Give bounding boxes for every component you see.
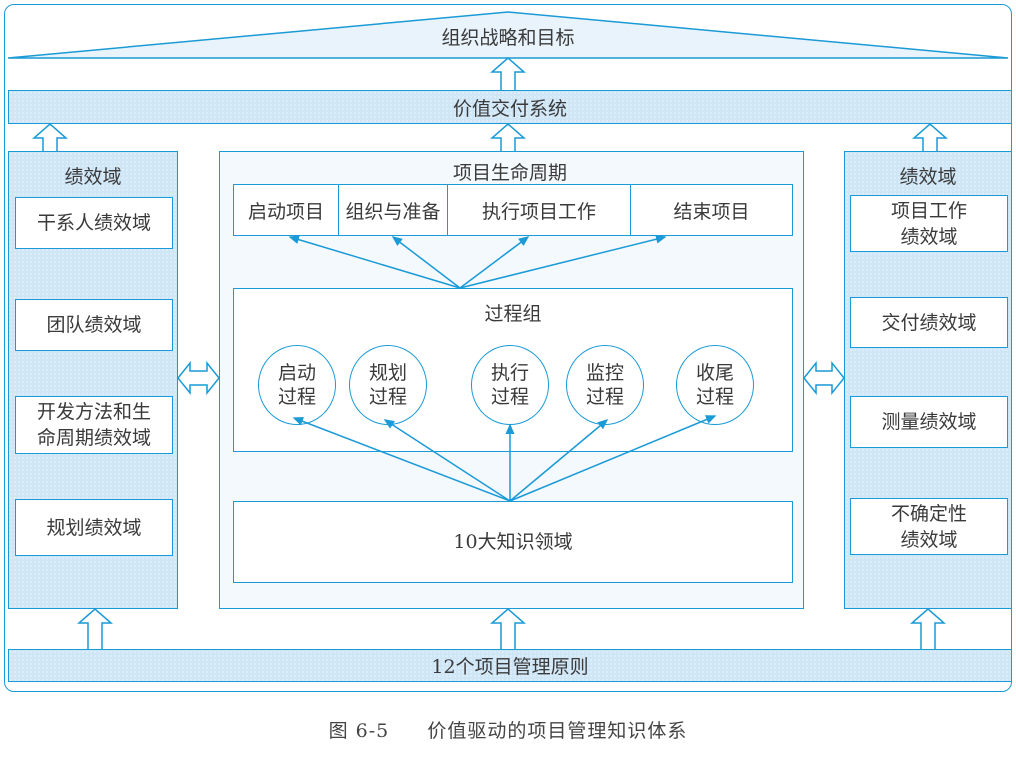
process-executing: 执行 过程 <box>471 345 549 425</box>
fan-arrow-to-process-0 <box>292 417 511 502</box>
value-delivery-band: 价值交付系统 <box>8 90 1012 124</box>
right-item-uncertainty: 不确定性 绩效域 <box>850 498 1008 555</box>
phase-organize: 组织与准备 <box>339 185 448 235</box>
value-delivery-label: 价值交付系统 <box>452 97 567 120</box>
up-arrow-left-to-value <box>32 123 68 151</box>
fan-arrow-to-phase-1 <box>391 236 461 289</box>
phase-start: 启动项目 <box>234 185 339 235</box>
right-item-project-work: 项目工作 绩效域 <box>850 195 1008 252</box>
fan-arrow-to-phase-3 <box>459 234 667 289</box>
process-groups-heading: 过程组 <box>484 302 542 325</box>
fan-arrow-to-process-3 <box>509 419 609 502</box>
phase-close: 结束项目 <box>673 200 750 223</box>
right-item-delivery: 交付绩效域 <box>850 297 1008 348</box>
up-arrow-principles-left <box>77 608 113 649</box>
caption-figure-number: 图 6-5 <box>328 720 390 742</box>
up-arrow-right-to-value <box>912 123 948 151</box>
double-arrow-right <box>803 360 845 396</box>
fan-arrow-to-process-4 <box>509 415 717 502</box>
up-arrow-center-to-value <box>490 123 526 151</box>
left-item-dev-approach: 开发方法和生 命周期绩效域 <box>15 396 173 454</box>
process-initiating: 启动 过程 <box>258 345 336 425</box>
up-arrow-principles-right <box>910 608 946 649</box>
phase-execute: 执行项目工作 <box>448 185 631 235</box>
right-panel-heading: 绩效域 <box>899 165 957 188</box>
left-panel-heading: 绩效域 <box>64 165 122 188</box>
caption-text: 价值驱动的项目管理知识体系 <box>427 720 688 742</box>
lifecycle-phases: 启动项目 组织与准备 执行项目工作 结束项目 <box>233 184 793 236</box>
double-arrow-left <box>177 360 220 396</box>
knowledge-areas-label: 10大知识领域 <box>453 531 573 553</box>
left-item-planning: 规划绩效域 <box>15 499 173 556</box>
fan-arrow-to-phase-0 <box>288 235 461 289</box>
left-item-stakeholder: 干系人绩效域 <box>15 197 173 249</box>
process-planning: 规划 过程 <box>349 345 427 425</box>
fan-arrow-to-phase-2 <box>459 236 530 289</box>
up-arrow-principles-center <box>490 608 526 649</box>
right-item-measurement: 测量绩效域 <box>850 396 1008 448</box>
fan-arrow-to-process-1 <box>383 419 511 502</box>
principles-label: 12个项目管理原则 <box>431 656 589 678</box>
up-arrow-to-strategy <box>490 57 526 90</box>
left-item-team: 团队绩效域 <box>15 299 173 351</box>
lifecycle-heading: 项目生命周期 <box>452 161 567 184</box>
knowledge-areas-box: 10大知识领域 <box>233 501 793 583</box>
process-monitoring: 监控 过程 <box>566 345 644 425</box>
strategy-title: 组织战略和目标 <box>441 26 575 49</box>
figure-caption: 图 6-5 价值驱动的项目管理知识体系 <box>0 716 1016 743</box>
process-closing: 收尾 过程 <box>676 345 754 425</box>
principles-band: 12个项目管理原则 <box>8 649 1012 682</box>
